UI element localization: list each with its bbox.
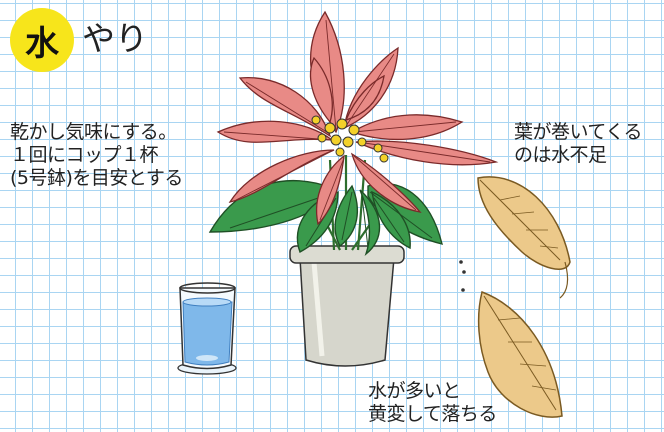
title-badge-text: 水 [25, 23, 59, 64]
green-leaves [208, 179, 443, 256]
overwater-note: 水が多いと 黄変して落ちる [368, 380, 497, 425]
curled-yellow-leaf-illustration [477, 176, 571, 299]
title-badge: 水 [10, 8, 74, 72]
pot-illustration [289, 245, 405, 367]
flower-cluster [311, 115, 389, 163]
water-glass-illustration [177, 282, 237, 375]
watering-note: 乾かし気味にする。 １回にコップ１杯 (5号鉢)を目安とする [10, 121, 183, 189]
falling-drops [459, 260, 466, 292]
falling-yellow-leaf-illustration [477, 291, 563, 418]
leaf-veins [229, 191, 433, 249]
underwater-note: 葉が巻いてくる のは水不足 [514, 121, 642, 166]
page-title: やり [82, 19, 148, 58]
